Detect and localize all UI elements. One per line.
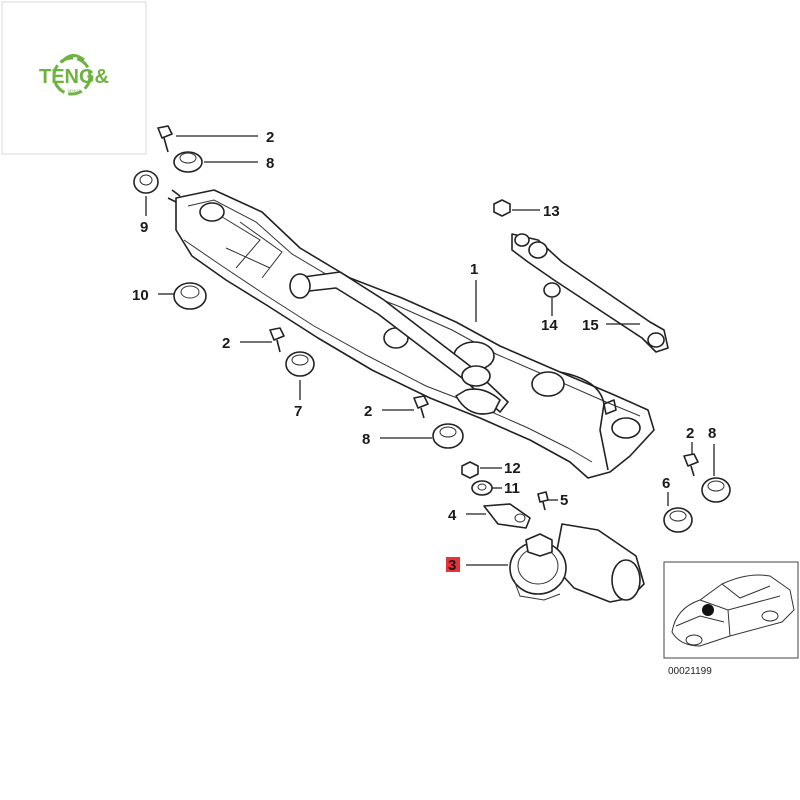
screw-5 (537, 491, 549, 511)
logo-box: TENG& TENG& (1, 1, 147, 155)
callout-3-highlight: 3 (446, 557, 460, 574)
logo-subtext: TENG& (67, 88, 81, 93)
callout-label: 7 (294, 403, 302, 420)
bolt-center (413, 395, 429, 419)
bushing-top (173, 151, 203, 173)
callout-label: 1 (470, 261, 478, 278)
leader-lines (145, 135, 715, 566)
logo-emblem-icon (52, 54, 92, 96)
callout-label: 2 (266, 129, 274, 146)
callout-label: 2 (364, 403, 372, 420)
callout-label: 13 (543, 203, 560, 220)
bushing-right (701, 477, 731, 503)
linkage-rod (511, 233, 669, 353)
wiper-frame (167, 189, 655, 479)
nut-13 (493, 199, 511, 217)
callout-label: 12 (504, 460, 521, 477)
callout-label: 10 (132, 287, 149, 304)
bushing-6 (663, 507, 693, 533)
callout-label: 8 (362, 431, 370, 448)
callout-label: 4 (448, 507, 457, 524)
bushing-center (432, 423, 464, 449)
diagram-reference-number: 00021199 (668, 666, 712, 677)
nut-14 (543, 282, 561, 298)
wiper-motor (483, 503, 645, 603)
bolt-top (157, 125, 173, 153)
callout-label: 8 (266, 155, 274, 172)
nut-12 (461, 461, 479, 479)
car-location-inset (663, 561, 799, 659)
washer-11 (471, 480, 493, 496)
bushing-7 (285, 351, 315, 377)
location-marker-icon (702, 604, 714, 616)
logo-text: TENG& (39, 66, 109, 88)
callout-label: 5 (560, 492, 568, 509)
callout-label: 11 (504, 480, 520, 497)
callout-label: 15 (582, 317, 599, 334)
bolt-mid-left (269, 327, 285, 353)
callout-label: 8 (708, 425, 716, 442)
callout-label: 2 (222, 335, 230, 352)
callout-label: 9 (140, 219, 148, 236)
callout-label: 6 (662, 475, 670, 492)
callout-label: 2 (686, 425, 694, 442)
callout-label: 3 (448, 557, 456, 574)
bolt-right (683, 453, 699, 477)
callouts: 2 8 9 10 2 7 2 8 12 11 4 5 3 1 13 14 15 … (132, 129, 716, 574)
grommet-9 (133, 170, 159, 194)
callout-label: 14 (541, 317, 558, 334)
car-outline-icon (671, 574, 795, 647)
grommet-10 (173, 282, 207, 310)
